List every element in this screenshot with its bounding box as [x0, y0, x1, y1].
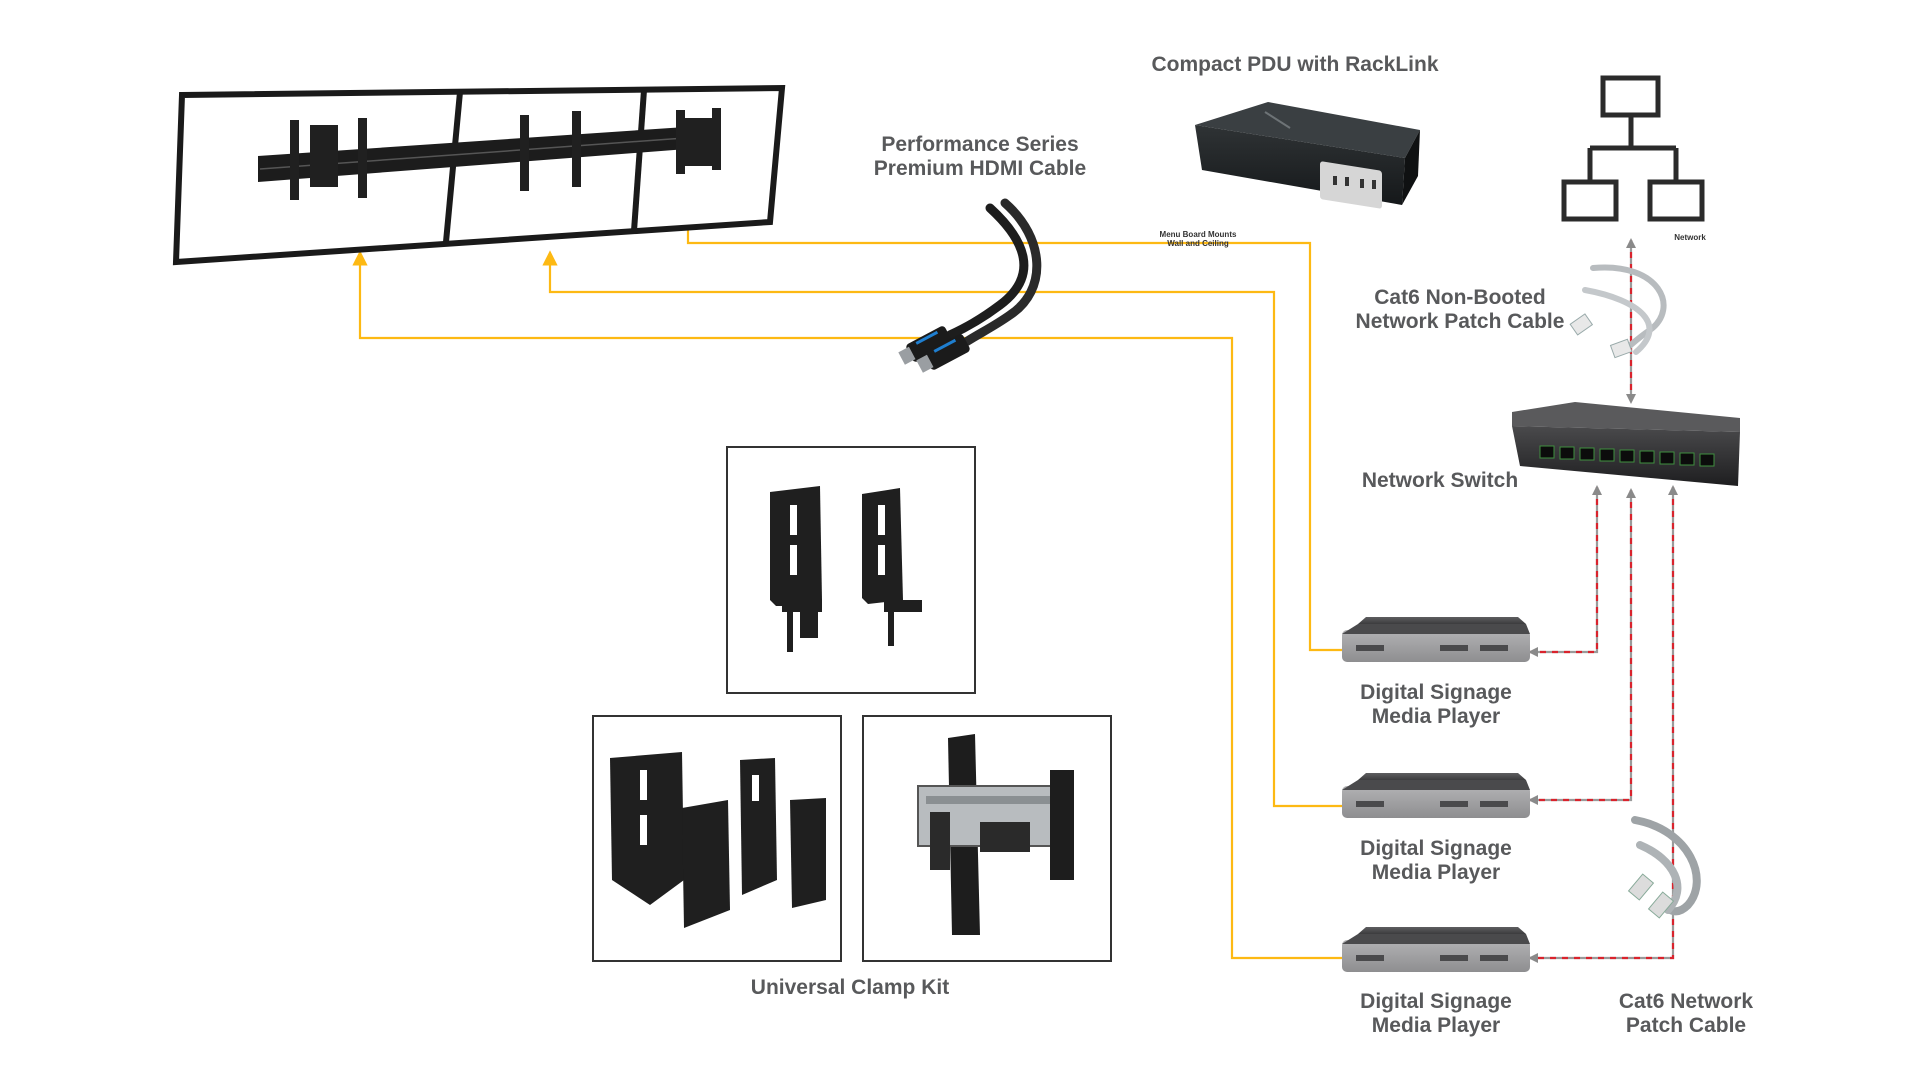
hdmi-label: Performance Series Premium HDMI Cable — [830, 133, 1130, 181]
clamp-bracket-icon-2 — [610, 752, 826, 928]
pdu-label: Compact PDU with RackLink — [1135, 53, 1455, 77]
network-line-player2 — [1528, 488, 1636, 805]
cat6-network-label-line-2: Patch Cable — [1625, 1014, 1747, 1037]
player1-label-line-2: Media Player — [1371, 705, 1501, 728]
player3-label-line-1: Digital Signage — [1360, 990, 1512, 1013]
switch-label-text: Network Switch — [1361, 469, 1519, 492]
hdmi-cable-icon — [898, 198, 1042, 373]
hdmi-label-line-1: Performance Series — [881, 133, 1079, 156]
cat6-nonbooted-label: Cat6 Non-Booted Network Patch Cable — [1330, 286, 1590, 334]
player2-label-line-2: Media Player — [1371, 861, 1501, 884]
menu-board-label: Menu Board Mounts Wall and Ceiling — [1123, 230, 1273, 248]
network-line-cloud-switch — [1626, 238, 1636, 404]
hdmi-line-3 — [352, 250, 1348, 960]
patch-cable-icon — [1569, 264, 1667, 359]
clamp-bracket-icon-3 — [917, 734, 1074, 935]
cat6-network-cable-icon — [1627, 816, 1701, 919]
network-line-player1 — [1528, 485, 1602, 657]
clamp-kit-label: Universal Clamp Kit — [710, 976, 990, 1000]
hdmi-line-2 — [542, 250, 1348, 808]
video-wall-mount-icon — [172, 84, 786, 266]
network-switch-icon — [1512, 402, 1740, 486]
network-label: Network — [1650, 233, 1730, 242]
menu-board-label-line-1: Menu Board Mounts — [1159, 230, 1237, 239]
player3-label-line-2: Media Player — [1371, 1014, 1501, 1037]
media-player-icon-3 — [1342, 927, 1530, 972]
switch-label: Network Switch — [1330, 469, 1550, 493]
clamp-kit-label-text: Universal Clamp Kit — [750, 976, 950, 999]
network-line-player3 — [1528, 485, 1678, 963]
network-label-text: Network — [1674, 233, 1706, 242]
network-hierarchy-icon — [1561, 75, 1705, 222]
media-player-icon-1 — [1342, 617, 1530, 662]
cat6-nonbooted-label-line-2: Network Patch Cable — [1355, 310, 1565, 333]
menu-board-label-line-2: Wall and Ceiling — [1167, 239, 1229, 248]
hdmi-line-1 — [680, 202, 1348, 652]
player2-label-line-1: Digital Signage — [1360, 837, 1512, 860]
hdmi-lines — [352, 202, 1348, 960]
media-player-icon-2 — [1342, 773, 1530, 818]
player2-label: Digital Signage Media Player — [1316, 837, 1556, 885]
network-lines — [1528, 238, 1678, 963]
pdu-label-text: Compact PDU with RackLink — [1151, 53, 1439, 76]
cat6-nonbooted-label-line-1: Cat6 Non-Booted — [1374, 286, 1546, 309]
pdu-icon — [1195, 102, 1420, 209]
clamp-kit-panels — [592, 446, 1112, 962]
hdmi-label-line-2: Premium HDMI Cable — [873, 157, 1087, 180]
cat6-network-label: Cat6 Network Patch Cable — [1576, 990, 1796, 1038]
cat6-network-label-line-1: Cat6 Network — [1618, 990, 1754, 1013]
player3-label: Digital Signage Media Player — [1316, 990, 1556, 1038]
player1-label: Digital Signage Media Player — [1316, 681, 1556, 729]
player1-label-line-1: Digital Signage — [1360, 681, 1512, 704]
